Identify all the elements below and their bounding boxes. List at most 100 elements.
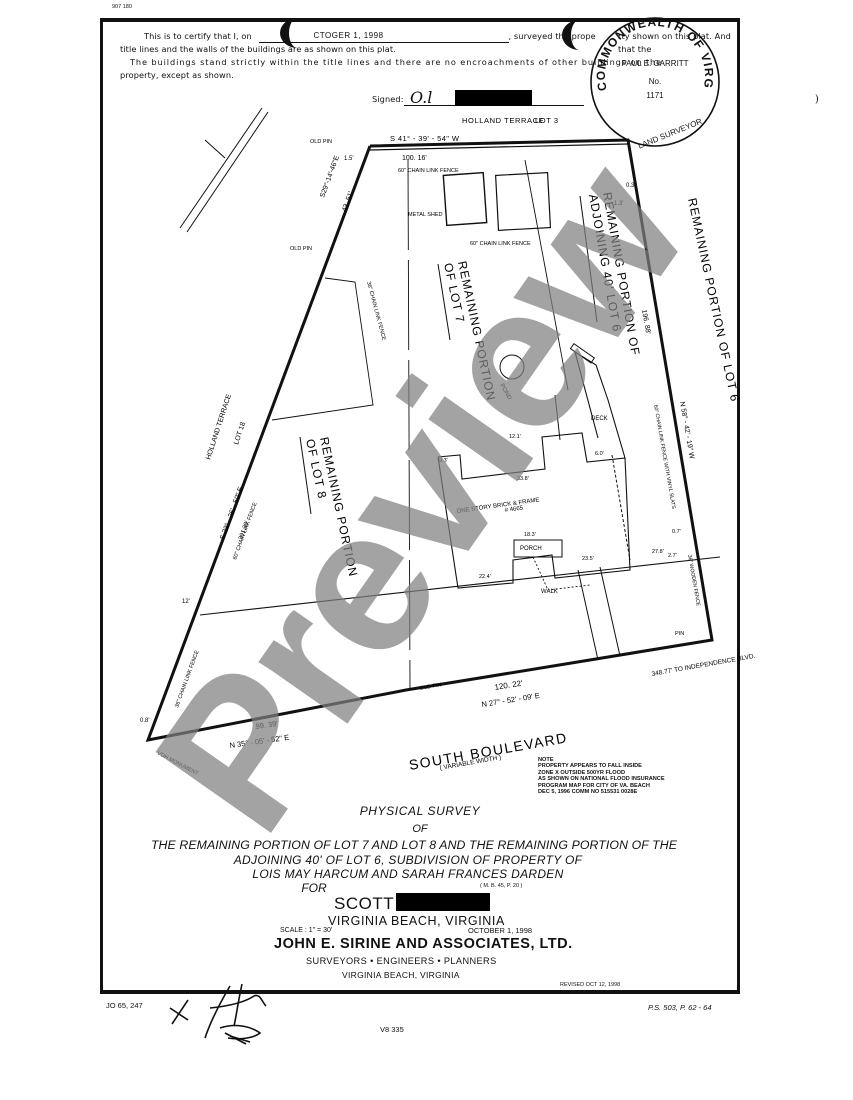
job-number: JO 65, 247 xyxy=(106,1001,143,1010)
lot-line-6-7 xyxy=(524,159,569,391)
metal-shed xyxy=(442,171,488,227)
old-pin-label-s: OLD PIN xyxy=(419,682,442,692)
property-boundary xyxy=(145,138,714,742)
surveyor-seal: COMMONWEALTH OF VIRGINIA PAUL E. GARRITT… xyxy=(585,12,720,151)
distance-to-independence: 348.77' TO INDEPENDENCE BLVD. xyxy=(651,653,756,678)
old-pin-label-w: OLD PIN xyxy=(290,246,312,252)
house-label: ONE STORY BRICK & FRAME xyxy=(456,497,539,515)
dim-12: 12' xyxy=(182,599,190,605)
cert-line-1: This is to certify that I, on CTOGER 1, … xyxy=(120,30,740,54)
dim-22-4: 22.4' xyxy=(479,574,491,580)
dim-6-0: 6.0' xyxy=(595,451,604,457)
note-line: DEC 5, 1996 COMM NO 515531 0028E xyxy=(538,789,638,796)
deck-label: DECK xyxy=(591,416,608,422)
south-bearing-left: N 35° - 05' - 52" E xyxy=(229,733,290,750)
certification-block: This is to certify that I, on CTOGER 1, … xyxy=(120,30,740,82)
west-adjoiner-label: HOLLAND TERRACE xyxy=(205,393,233,460)
dim-23-5: 23.5' xyxy=(582,556,594,562)
redaction-client-name xyxy=(396,893,490,911)
east-distance: 196. 88' xyxy=(640,309,651,335)
title-line-3: THE REMAINING PORTION OF LOT 7 AND LOT 8… xyxy=(150,838,678,852)
seal-name: PAUL E. GARRITT xyxy=(621,59,688,68)
punch-mark-left xyxy=(280,18,315,48)
lot8-label-line1: REMAINING PORTION xyxy=(317,436,360,579)
pin-label-se: PIN xyxy=(675,631,684,637)
cert-line-2: title lines and the walls of the buildin… xyxy=(120,44,396,54)
cert-line-4: property, except as shown. xyxy=(120,70,234,80)
cert-line-1-prefix: This is to certify that I, on xyxy=(144,31,252,41)
scale: SCALE : 1" = 30' xyxy=(280,927,333,934)
title-line-5: LOIS MAY HARCUM AND SARAH FRANCES DARDEN xyxy=(252,867,564,881)
cert-date-value: CTOGER 1, 1998 xyxy=(313,31,384,40)
south-distance-right: 120. 22' xyxy=(494,679,524,692)
cert-date-field: CTOGER 1, 1998 xyxy=(258,31,509,43)
survey-date: OCTOBER 1, 1998 xyxy=(468,926,533,935)
client-first-name: SCOTT xyxy=(334,894,395,913)
north-adjoiner-lot: LOT 3 xyxy=(535,116,559,125)
seal-number: 1171 xyxy=(646,91,664,100)
west-adjoiner-lot: LOT 18 xyxy=(233,421,247,445)
porch-label: PORCH xyxy=(520,546,542,552)
dim-12-1: 12.1' xyxy=(509,434,521,440)
signature: O.l xyxy=(410,88,433,107)
title-line-1: PHYSICAL SURVEY xyxy=(359,804,481,818)
dim-27-8: 27.8' xyxy=(652,549,664,555)
note-line: ZONE X OUTSIDE 500YR FLOOD xyxy=(538,769,626,776)
revised-date: REVISED OCT 12, 1998 xyxy=(560,982,621,988)
south-bearing-right: N 27° - 52' - 09' E xyxy=(481,691,540,709)
west-distance-upper: 43. 51' xyxy=(341,191,355,213)
house-number: # 4665 xyxy=(504,505,524,514)
firm-services: SURVEYORS • ENGINEERS • PLANNERS xyxy=(306,956,497,966)
cert-line-1-end: rty shown on this plat. And that the xyxy=(618,31,731,54)
page-reference: V8 335 xyxy=(380,1025,404,1034)
seal-no-label: No. xyxy=(649,77,661,86)
plat-reference: P.S. 503, P. 62 - 64 xyxy=(648,1003,712,1012)
dim-18-3: 18.3' xyxy=(524,532,536,538)
dim-2-7: 2.7' xyxy=(668,553,677,559)
north-adjoiner-label: HOLLAND TERRACE xyxy=(462,116,544,125)
old-pin-label-nw: OLD PIN xyxy=(310,139,332,145)
pond xyxy=(499,354,525,380)
north-bearing: S 41° - 39' - 54" W xyxy=(390,134,460,143)
dim-9-3: 9.3' xyxy=(439,458,448,464)
dim-1-5: 1.5' xyxy=(344,156,354,162)
porch xyxy=(513,539,563,558)
ramp xyxy=(569,342,596,364)
title-line-4: ADJOINING 40' OF LOT 6, SUBDIVISION OF P… xyxy=(233,853,583,867)
corner-stamp: 907 180 xyxy=(112,4,132,10)
redaction-signature xyxy=(455,90,532,106)
dim-0-7: 0.7' xyxy=(672,529,681,535)
metal-shed-label: METAL SHED xyxy=(408,212,443,218)
flood-note: NOTE PROPERTY APPEARS TO FALL INSIDE ZON… xyxy=(538,757,665,795)
pond-label: POND xyxy=(498,383,512,402)
lot7-label-line1: REMAINING PORTION xyxy=(455,260,498,403)
north-distance: 100. 16' xyxy=(402,155,427,162)
map-book-ref: ( M. B. 45, P. 20 ) xyxy=(480,883,523,889)
signed-label: Signed: xyxy=(372,94,404,104)
punch-mark-right xyxy=(562,20,597,50)
fence-cross-line xyxy=(199,556,721,616)
fence-label-top: 60" CHAIN LINK FENCE xyxy=(398,168,459,174)
south-distance-left: 99. 39' xyxy=(255,719,279,731)
dim-0-3: 0.3' xyxy=(626,183,636,189)
fence-label-mid: 60" CHAIN LINK FENCE xyxy=(470,241,531,247)
document-frame xyxy=(100,18,740,994)
for-label: FOR xyxy=(301,881,327,895)
cert-line-1-suffix: , surveyed the prope xyxy=(508,31,596,41)
monument-label: VDH MONUMENT xyxy=(156,750,200,777)
firm-city: VIRGINIA BEACH, VIRGINIA xyxy=(342,970,460,980)
cert-line-3: The buildings stand strictly within the … xyxy=(130,57,663,67)
note-heading: NOTE xyxy=(538,757,554,763)
west-bearing-upper: S29°-14'-46"E xyxy=(318,154,341,198)
firm-name: JOHN E. SIRINE AND ASSOCIATES, LTD. xyxy=(274,936,573,952)
note-line: PROPERTY APPEARS TO FALL INSIDE xyxy=(538,763,642,770)
scan-mark xyxy=(812,94,818,104)
north-arrow-line xyxy=(179,107,263,229)
city-line: VIRGINIA BEACH, VIRGINIA xyxy=(328,914,505,928)
outbuilding xyxy=(494,172,552,231)
note-line: PROGRAM MAP FOR CITY OF VA. BEACH xyxy=(538,782,650,789)
dim-1-3: 1.3' xyxy=(614,201,624,207)
dim-0-8: 0.8' xyxy=(140,718,150,724)
title-line-2: OF xyxy=(412,823,428,835)
